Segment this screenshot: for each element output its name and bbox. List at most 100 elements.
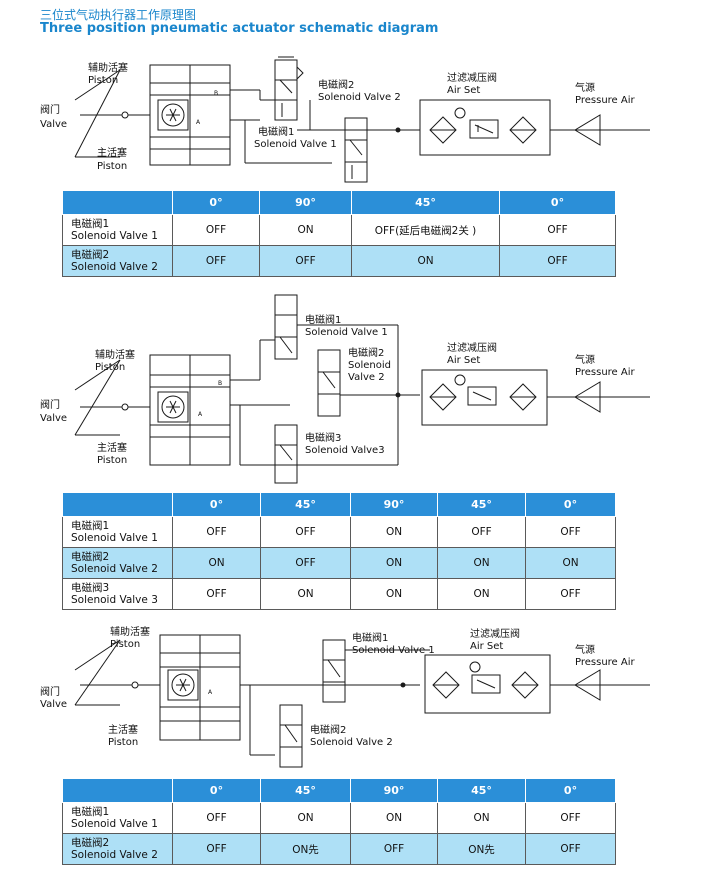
label-sv1-cn: 电磁阀1 bbox=[305, 315, 342, 326]
label-main-piston-cn: 主活塞 bbox=[108, 725, 138, 736]
row-label-en: Solenoid Valve 2 bbox=[71, 849, 158, 861]
label-air-cn: 气源 bbox=[575, 83, 595, 94]
col-header: 0° bbox=[172, 778, 261, 803]
label-air-en: Pressure Air bbox=[575, 95, 635, 106]
table-cell: OFF bbox=[525, 802, 616, 834]
table-corner bbox=[62, 778, 173, 803]
page-title-en: Three position pneumatic actuator schema… bbox=[40, 21, 439, 36]
row-label-en: Solenoid Valve 1 bbox=[71, 230, 158, 242]
row-label-en: Solenoid Valve 1 bbox=[71, 532, 158, 544]
label-sv1-cn: 电磁阀1 bbox=[258, 127, 295, 138]
row-label-en: Solenoid Valve 1 bbox=[71, 818, 158, 830]
rack-pinion-icon bbox=[161, 395, 185, 419]
port-a-label: A bbox=[198, 411, 203, 418]
col-header: 0° bbox=[172, 492, 261, 517]
col-header: 90° bbox=[350, 778, 438, 803]
port-a-label: A bbox=[208, 689, 213, 696]
table-cell: ON bbox=[437, 578, 526, 610]
col-header: 45° bbox=[260, 492, 351, 517]
row-label-cn: 电磁阀2 bbox=[71, 551, 110, 563]
label-valve-en: Valve bbox=[40, 413, 68, 424]
table-cell: OFF bbox=[172, 802, 261, 834]
label-main-piston-en: Piston bbox=[97, 455, 128, 466]
label-main-piston-en: Piston bbox=[108, 737, 139, 748]
row-label-en: Solenoid Valve 3 bbox=[71, 594, 158, 606]
table-cell: OFF bbox=[172, 516, 261, 548]
diagram-1-schematic bbox=[74, 56, 650, 183]
row-label-en: Solenoid Valve 2 bbox=[71, 563, 158, 575]
label-valve-cn: 阀门 bbox=[40, 400, 60, 411]
airset-box bbox=[424, 654, 551, 714]
row-label-cn: 电磁阀2 bbox=[71, 837, 110, 849]
col-header: 90° bbox=[259, 190, 352, 215]
table-cell: ON bbox=[260, 578, 351, 610]
label-sv3-en: Solenoid Valve3 bbox=[305, 445, 385, 456]
valve-shaft-icon bbox=[131, 681, 139, 689]
table-corner bbox=[62, 190, 173, 215]
label-valve-cn: 阀门 bbox=[40, 687, 60, 698]
label-main-piston-cn: 主活塞 bbox=[97, 443, 127, 454]
diagram-2-schematic bbox=[74, 294, 650, 484]
table-cell: OFF bbox=[259, 245, 352, 277]
table-cell: ON bbox=[259, 214, 352, 246]
col-header: 0° bbox=[525, 492, 616, 517]
table-cell: OFF bbox=[172, 245, 260, 277]
table-cell: OFF bbox=[172, 214, 260, 246]
label-air-en: Pressure Air bbox=[575, 657, 635, 668]
label-sv2-en: Solenoid Valve 2 bbox=[310, 737, 393, 748]
valve-shaft-icon bbox=[121, 111, 129, 119]
table-cell: ON bbox=[350, 516, 438, 548]
table-cell: ON先 bbox=[260, 833, 351, 865]
label-airset-en: Air Set bbox=[470, 641, 504, 652]
table-cell: OFF bbox=[525, 833, 616, 865]
label-sv2-cn: 电磁阀2 bbox=[318, 80, 355, 91]
label-sv2-en: Solenoid Valve 2 bbox=[318, 92, 401, 103]
col-header: 0° bbox=[172, 190, 260, 215]
label-airset-cn: 过滤减压阀 bbox=[447, 343, 497, 354]
label-valve-en: Valve bbox=[40, 699, 68, 710]
label-aux-piston-cn: 辅助活塞 bbox=[88, 63, 128, 74]
row-label-cn: 电磁阀2 bbox=[71, 249, 110, 261]
col-header: 45° bbox=[437, 778, 526, 803]
table-cell: ON bbox=[172, 547, 261, 579]
col-header: 45° bbox=[351, 190, 500, 215]
label-sv1-en: Solenoid Valve 1 bbox=[254, 139, 337, 150]
table-cell: ON先 bbox=[437, 833, 526, 865]
label-aux-piston-en: Piston bbox=[95, 362, 126, 373]
label-valve-cn: 阀门 bbox=[40, 105, 60, 116]
label-main-piston-cn: 主活塞 bbox=[97, 148, 127, 159]
label-airset-en: Air Set bbox=[447, 85, 481, 96]
label-valve-en: Valve bbox=[40, 119, 68, 130]
label-sv3-cn: 电磁阀3 bbox=[305, 433, 342, 444]
label-sv2-en-2: Valve 2 bbox=[348, 372, 385, 383]
col-header: 45° bbox=[260, 778, 351, 803]
table-cell: ON bbox=[350, 547, 438, 579]
valve-stem-upper bbox=[74, 69, 121, 101]
col-header: 0° bbox=[499, 190, 616, 215]
label-sv2-en-1: Solenoid bbox=[348, 360, 391, 371]
col-header: 90° bbox=[350, 492, 438, 517]
label-sv2-cn: 电磁阀2 bbox=[348, 348, 385, 359]
page-title-cn: 三位式气动执行器工作原理图 bbox=[40, 8, 197, 22]
row-label-cn: 电磁阀3 bbox=[71, 582, 110, 594]
row-label-cn: 电磁阀1 bbox=[71, 520, 110, 532]
row-label-cn: 电磁阀1 bbox=[71, 218, 110, 230]
valve-stem-diag bbox=[74, 69, 121, 158]
diagram-1: 辅助活塞 Piston 阀门 Valve 主活塞 Piston 电磁阀2 Sol… bbox=[0, 45, 715, 185]
table-cell: ON bbox=[437, 802, 526, 834]
row-label-en: Solenoid Valve 2 bbox=[71, 261, 158, 273]
label-airset-en: Air Set bbox=[447, 355, 481, 366]
label-aux-piston-cn: 辅助活塞 bbox=[110, 627, 150, 638]
table-cell: OFF bbox=[437, 516, 526, 548]
label-sv1-cn: 电磁阀1 bbox=[352, 633, 389, 644]
row-label-cn: 电磁阀1 bbox=[71, 806, 110, 818]
label-airset-cn: 过滤减压阀 bbox=[470, 629, 520, 640]
table-cell: OFF bbox=[525, 516, 616, 548]
